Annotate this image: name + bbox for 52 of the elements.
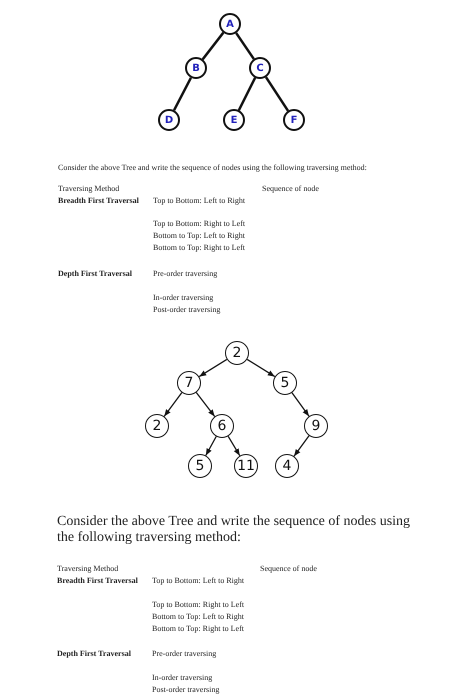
tree-edge-line [238,77,256,111]
arrow [291,392,310,417]
tree-edge-line [235,32,255,60]
table-text: Pre-order traversing [153,269,218,278]
tree-node-circle: F [283,109,305,131]
table-text: Top to Bottom: Right to Left [153,219,246,228]
arrow [198,358,228,378]
tree-edge-line [264,76,290,112]
row-heading: Breadth First Traversal [57,576,138,586]
tree-node-circle: B [185,57,207,79]
table-text: Bottom to Top: Right to Left [152,624,244,634]
tree-node-circle: 7 [177,371,201,395]
table-text: Bottom to Top: Right to Left [153,243,245,252]
table-text: In-order traversing [153,293,214,302]
tree-node-circle: 2 [225,341,249,365]
arrow [246,358,276,378]
table-text: Traversing Method [57,564,118,574]
table-text: Sequence of node [260,564,317,574]
table-text: Top to Bottom: Left to Right [153,196,246,206]
table-text: Pre-order traversing [152,649,216,658]
table-text: Top to Bottom: Right to Left [152,600,244,610]
tree-node-circle: 2 [145,414,169,438]
table-text: Top to Bottom: Left to Right [152,576,244,586]
table-text: In-order traversing [152,673,212,682]
tree-edge-line [202,32,224,60]
table-text: Traversing Method [58,184,120,194]
arrow [293,435,310,457]
tree-node-circle: E [223,109,245,131]
table-text: Bottom to Top: Left to Right [153,231,245,240]
table-text: Sequence of node [262,184,319,194]
table-text: Post-order traversing [153,305,220,314]
row-heading: Depth First Traversal [58,269,132,278]
tree-node-circle: 6 [210,414,234,438]
tree-node-circle: D [158,109,180,131]
tree-node-circle: C [249,57,271,79]
row-heading: Depth First Traversal [57,649,131,658]
tree-node-circle: 4 [275,454,299,478]
table-text: Bottom to Top: Left to Right [152,612,244,622]
tree-node-circle: 11 [234,454,258,478]
arrow [205,436,217,456]
arrow [228,436,240,456]
table-text: Post-order traversing [152,685,220,694]
arrow [164,392,182,417]
arrow [196,392,216,417]
tree-node-circle: 9 [304,414,328,438]
row-heading: Breadth First Traversal [58,196,139,206]
instruction-text: Consider the above Tree and write the sequence of nodes using the following traversing method: [57,514,412,546]
tree-node-circle: 5 [188,454,212,478]
tree-edge-line [172,77,192,111]
instruction-text: Consider the above Tree and write the sequence of nodes using the following traversing method: [58,163,367,172]
tree-node-circle: 5 [273,371,297,395]
tree-node-circle: A [219,13,241,35]
